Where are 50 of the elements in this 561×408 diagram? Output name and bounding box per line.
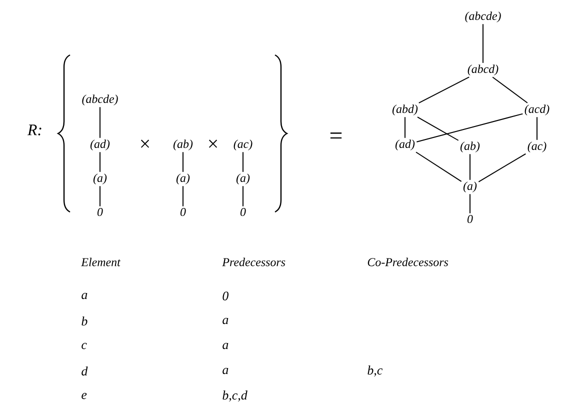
lattice-element: 0 bbox=[240, 208, 246, 216]
relation-symbol: R: bbox=[27, 124, 42, 136]
connector-line bbox=[417, 116, 459, 141]
table-cell: b,c,d bbox=[222, 390, 248, 402]
lattice-element: (a) bbox=[463, 182, 477, 192]
times-sign: × bbox=[140, 140, 150, 148]
times-sign: × bbox=[208, 140, 218, 148]
lattice-element: (a) bbox=[176, 174, 190, 184]
lattice-element: (a) bbox=[93, 174, 107, 184]
equals-sign: = bbox=[330, 132, 342, 139]
lattice-element: 0 bbox=[180, 208, 186, 216]
column-header: Predecessors bbox=[222, 258, 286, 266]
column-header: Element bbox=[81, 258, 121, 266]
table-cell: e bbox=[82, 392, 87, 400]
connector-line bbox=[478, 153, 526, 182]
table-cell: b bbox=[82, 316, 88, 326]
table-cell: 0 bbox=[222, 292, 229, 300]
connector-line bbox=[242, 186, 244, 207]
table-cell: a bbox=[222, 318, 228, 324]
column-header: Co-Predecessors bbox=[368, 258, 448, 266]
connector-line bbox=[404, 116, 406, 138]
lattice-element: (abd) bbox=[392, 104, 418, 116]
lattice-element: (ab) bbox=[173, 140, 193, 150]
table-cell: a bbox=[222, 368, 228, 374]
lattice-element: (ab) bbox=[460, 142, 480, 152]
lattice-element: (ac) bbox=[528, 142, 546, 152]
connector-line bbox=[182, 152, 184, 172]
table-cell: a bbox=[82, 292, 88, 300]
lattice-element: (acd) bbox=[524, 104, 550, 116]
connector-line bbox=[418, 76, 470, 104]
lattice-element: 0 bbox=[467, 214, 473, 224]
lattice-element: (abcde) bbox=[465, 12, 501, 22]
connector-line bbox=[482, 24, 484, 64]
lattice-element: (ad) bbox=[395, 140, 415, 150]
lattice-element: 0 bbox=[97, 208, 103, 216]
connector-line bbox=[416, 113, 524, 142]
lattice-element: (a) bbox=[236, 174, 250, 184]
connector-line bbox=[492, 76, 528, 104]
lattice-element: (abcde) bbox=[82, 94, 118, 106]
table-cell: c bbox=[82, 342, 87, 350]
connector-line bbox=[182, 186, 184, 207]
lattice-element: (ac) bbox=[234, 140, 252, 150]
connector-line bbox=[536, 116, 538, 140]
lattice-element: (abcd) bbox=[468, 64, 498, 76]
connector-line bbox=[416, 152, 462, 182]
lattice-element: (ad) bbox=[90, 140, 110, 150]
connector-line bbox=[242, 152, 244, 172]
table-cell: a bbox=[222, 342, 228, 350]
table-cell: b,c bbox=[368, 366, 383, 376]
table-cell: d bbox=[82, 366, 88, 376]
